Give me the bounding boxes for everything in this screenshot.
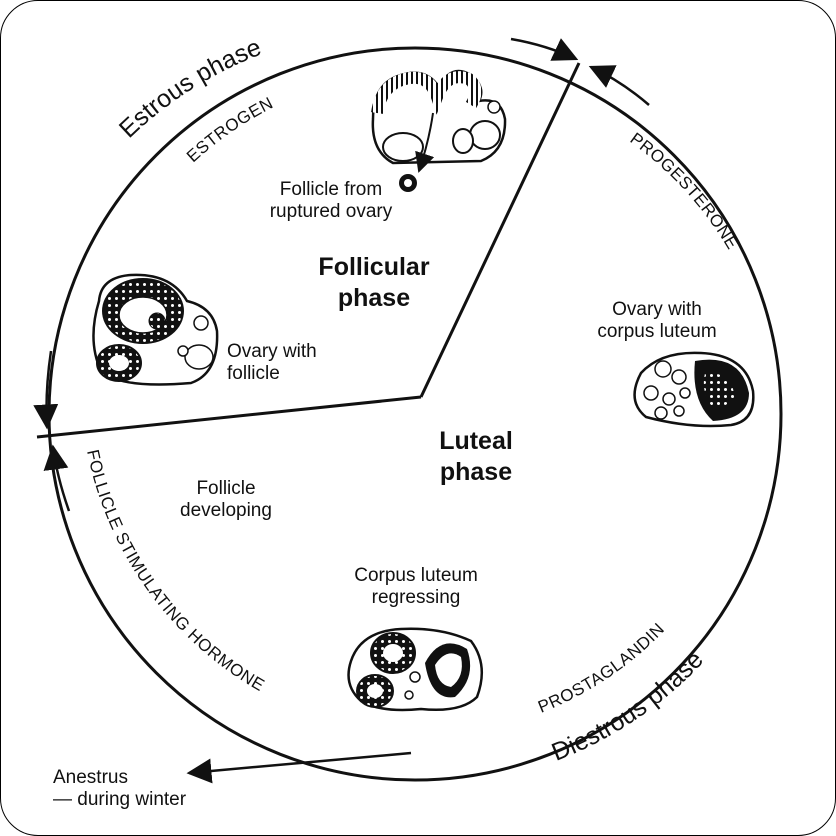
follicular-phase-label: Follicular phase xyxy=(318,253,430,312)
arrow-left-upper xyxy=(33,350,59,430)
arrow-top-left xyxy=(510,37,579,61)
divider-top xyxy=(419,62,581,398)
arrow-left-lower xyxy=(43,444,71,512)
arc-label-estrogen: ESTROGEN xyxy=(183,93,276,166)
follicle-ruptured-label: Follicle from ruptured ovary xyxy=(269,179,393,222)
ruptured-ovary-illustration xyxy=(371,69,507,192)
divider-left xyxy=(36,395,422,439)
ovary-corpus-luteum-label: Ovary with corpus luteum xyxy=(597,299,717,342)
ovary-follicle-illustration xyxy=(92,273,219,386)
arc-label-progesterone: PROGESTERONE xyxy=(627,129,742,253)
corpus-regressing-label: Corpus luteum regressing xyxy=(354,565,478,608)
luteal-phase-label: Luteal phase xyxy=(439,427,513,486)
regressing-corpus-illustration xyxy=(347,627,484,712)
arrow-top-right xyxy=(588,65,650,106)
ovary-follicle-label: Ovary with follicle xyxy=(227,341,317,384)
arrow-anestrus xyxy=(186,751,412,784)
follicle-developing-label: Follicle developing xyxy=(180,478,272,521)
anestrus-label: Anestrus — during winter xyxy=(53,767,187,810)
ovary-corpus-luteum-illustration xyxy=(633,351,755,428)
